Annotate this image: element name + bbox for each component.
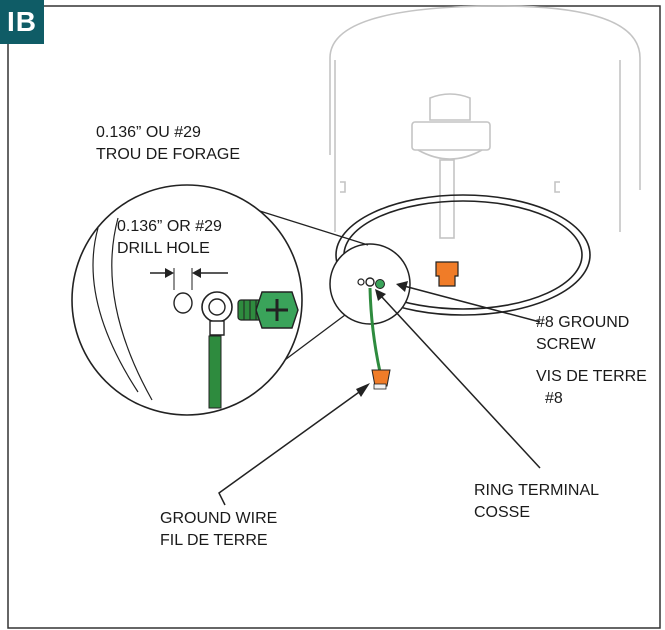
small-ground-screw xyxy=(375,279,385,289)
ground-screw xyxy=(237,291,299,329)
small-ground-wire xyxy=(368,287,382,373)
ground-screw-label-fr-line2: #8 xyxy=(545,390,563,407)
drill-hole-label-fr-line1: 0.136” OU #29 xyxy=(96,124,201,141)
small-drill-hole xyxy=(357,278,365,286)
detail-small-circle xyxy=(329,243,411,325)
ground-screw-label-fr-line1: VIS DE TERRE xyxy=(536,368,647,385)
drill-hole xyxy=(173,292,193,314)
ground-screw-label-en-line1: #8 GROUND xyxy=(536,314,630,331)
leader-ring-terminal xyxy=(375,289,541,469)
drill-hole-label-en-line2: DRILL HOLE xyxy=(117,240,210,257)
drill-hole-label-en-line1: 0.136” OR #29 xyxy=(117,218,222,235)
section-badge: IB xyxy=(0,0,44,44)
detail-large-circle xyxy=(71,184,303,416)
ground-wire-label-en: GROUND WIRE xyxy=(160,510,278,527)
ring-terminal-label-fr: COSSE xyxy=(474,504,531,521)
can-housing xyxy=(329,5,641,239)
leader-ground-screw xyxy=(396,281,541,323)
ground-wire-label-fr: FIL DE TERRE xyxy=(160,532,268,549)
leader-ground-wire xyxy=(218,383,370,506)
panel-frame xyxy=(7,5,661,629)
drill-hole-label-fr-line2: TROU DE FORAGE xyxy=(96,146,241,163)
ground-wire xyxy=(208,335,222,409)
ring-terminal-label-en: RING TERMINAL xyxy=(474,482,600,499)
small-ring-terminal xyxy=(365,277,375,287)
ground-screw-label-en-line2: SCREW xyxy=(536,336,596,353)
socket-connector xyxy=(435,261,459,287)
wire-connector xyxy=(371,369,391,387)
ring-terminal xyxy=(201,291,233,336)
